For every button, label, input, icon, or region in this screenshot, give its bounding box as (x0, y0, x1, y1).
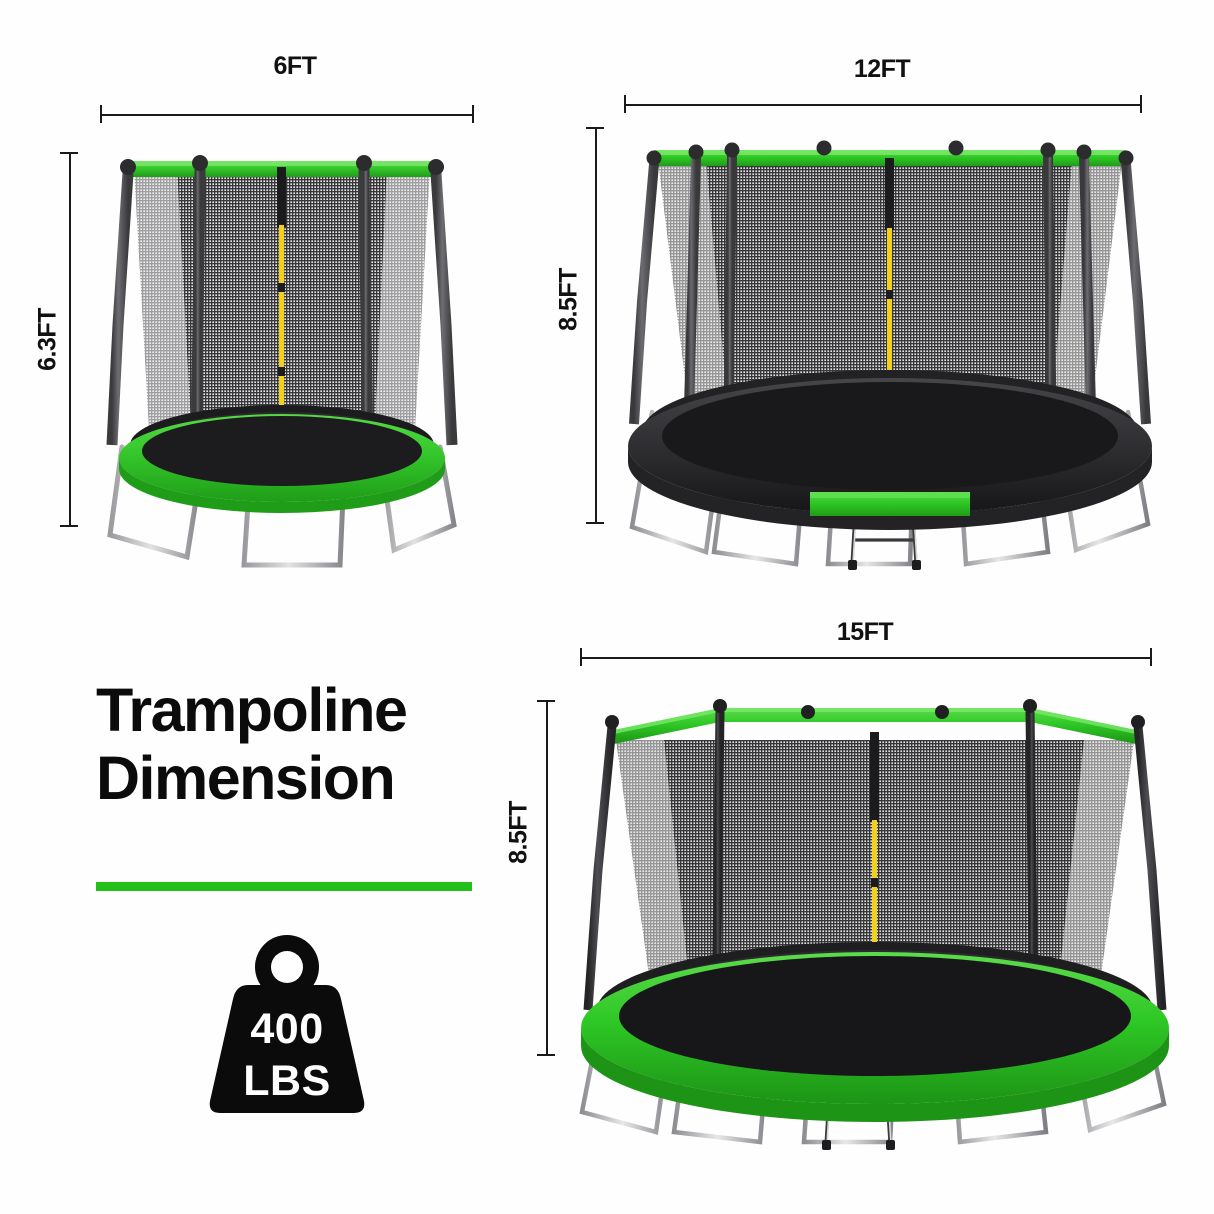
weight-icon (209, 935, 365, 1113)
title-divider (96, 882, 472, 891)
weight-unit: LBS (243, 1057, 331, 1105)
dimension-bar (624, 104, 1142, 106)
dimension-bar (595, 127, 597, 524)
dimension-bar (546, 700, 548, 1056)
trampoline-12ft-illustration (610, 112, 1170, 582)
dimension-label-6ft-width: 6FT (273, 52, 317, 80)
trampoline-15ft-illustration (560, 680, 1190, 1150)
dimension-cap-right (1140, 95, 1142, 113)
dimension-cap-top (60, 152, 78, 154)
dimension-line-15ft-height (537, 700, 555, 1056)
title-block: Trampoline Dimension (96, 676, 526, 813)
dimension-cap-bottom (586, 522, 604, 524)
trampoline-6ft-illustration (82, 125, 482, 575)
dimension-bar (100, 114, 474, 116)
dimension-cap-top (537, 700, 555, 702)
dimension-line-6ft-height (60, 152, 78, 527)
dimension-cap-right (1150, 648, 1152, 666)
weight-value: 400 (250, 1005, 324, 1053)
dimension-label-12ft-width: 12FT (853, 55, 911, 83)
dimension-line-15ft-width (580, 648, 1152, 666)
dimension-line-12ft-width (624, 95, 1142, 113)
dimension-bar (69, 152, 71, 527)
page-title-line2: Dimension (96, 744, 396, 813)
dimension-label-12ft-height: 8.5FT (554, 268, 583, 331)
dimension-cap-top (586, 127, 604, 129)
weight-capacity-badge: 400 LBS (196, 925, 378, 1115)
dimension-cap-left (100, 105, 102, 123)
dimension-bar (580, 657, 1152, 659)
dimension-cap-bottom (60, 525, 78, 527)
dimension-label-6ft-height: 6.3FT (33, 308, 62, 371)
dimension-cap-right (472, 105, 474, 123)
dimension-label-15ft-height: 8.5FT (504, 801, 533, 864)
dimension-line-12ft-height (586, 127, 604, 524)
page-title-line1: Trampoline (96, 676, 408, 744)
dimension-cap-bottom (537, 1054, 555, 1056)
dimension-line-6ft-width (100, 105, 474, 123)
dimension-cap-left (580, 648, 582, 666)
dimension-label-15ft-width: 15FT (836, 618, 894, 646)
dimension-cap-left (624, 95, 626, 113)
